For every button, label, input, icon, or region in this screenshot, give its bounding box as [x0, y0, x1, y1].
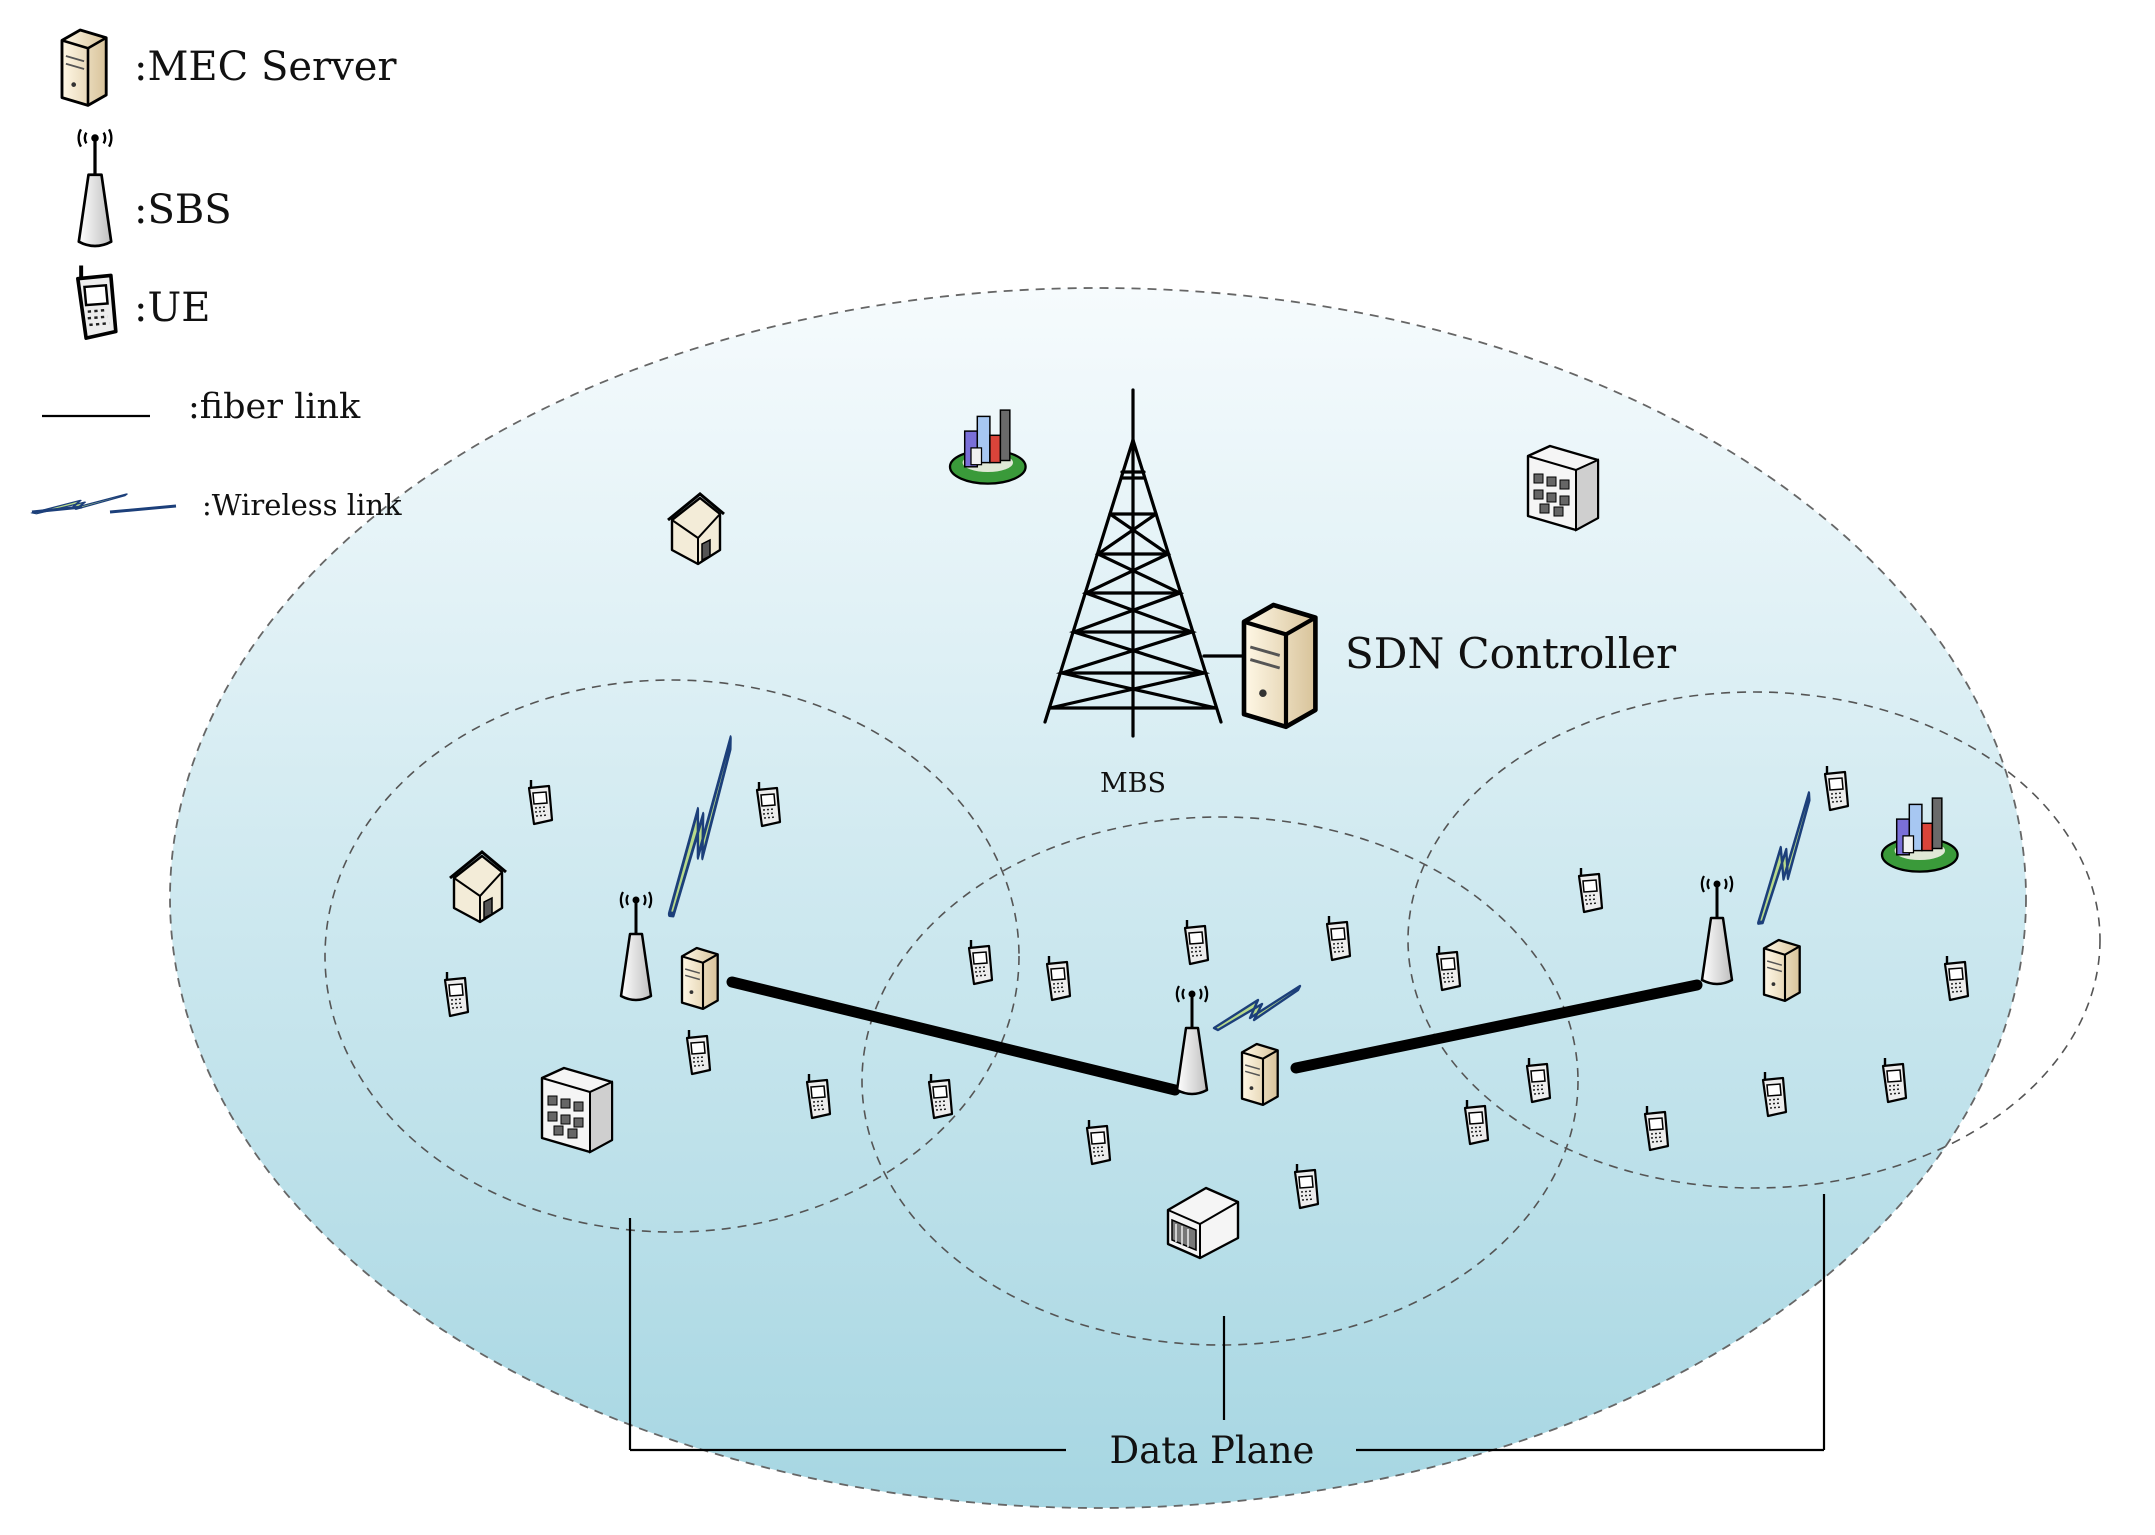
mec-server-middle-icon	[1240, 1042, 1279, 1107]
office-building-icon	[540, 1066, 614, 1154]
small-cell-right	[1407, 691, 2101, 1189]
mobile-phone-icon	[1325, 914, 1352, 962]
legend-ue-label: :UE	[134, 285, 210, 331]
legend-wireless-link-label: :Wireless link	[202, 488, 402, 522]
mobile-phone-icon	[1183, 918, 1210, 966]
mobile-phone-icon	[1761, 1070, 1788, 1118]
sdn-controller-label: SDN Controller	[1345, 629, 1677, 678]
mobile-phone-icon	[1643, 1104, 1670, 1152]
small-cell-middle	[861, 816, 1579, 1346]
mobile-phone-icon	[1823, 764, 1850, 812]
mobile-phone-icon	[1881, 1056, 1908, 1104]
mec-server-left-icon	[680, 946, 719, 1011]
server-icon	[60, 28, 108, 107]
mobile-phone-icon	[443, 970, 470, 1018]
mobile-phone-icon	[1085, 1118, 1112, 1166]
mobile-phone-icon	[1577, 866, 1604, 914]
mobile-phone-icon	[1525, 1056, 1552, 1104]
mobile-phone-icon	[755, 780, 782, 828]
legend-mec-server-label: :MEC Server	[134, 44, 397, 90]
mbs-tower-icon	[1043, 388, 1246, 738]
macro-cell-area	[169, 287, 2027, 1509]
fiber-links	[726, 976, 1703, 1096]
legend-sbs-label: :SBS	[134, 187, 232, 233]
mobile-phone-icon	[1435, 944, 1462, 992]
mobile-phone-icon	[1293, 1162, 1320, 1210]
legend: :MEC Server :SBS :UE :fiber link :Wirele…	[30, 28, 402, 522]
mobile-phone-icon	[1045, 954, 1072, 1002]
mobile-phone-icon	[967, 938, 994, 986]
mobile-phone-icon	[927, 1072, 954, 1120]
mobile-phone-icon	[685, 1028, 712, 1076]
mobile-phone-icon	[1463, 1098, 1490, 1146]
sdn-controller-server-icon	[1244, 605, 1315, 727]
mobile-phone-icon	[805, 1072, 832, 1120]
legend-fiber-link-label: :fiber link	[188, 387, 361, 427]
mec-server-right-icon	[1762, 938, 1801, 1003]
mbs-label: MBS	[1100, 768, 1166, 799]
data-plane-bracket	[628, 1194, 1826, 1452]
mobile-phone-icon	[527, 778, 554, 826]
mobile-phone-icon	[1943, 954, 1970, 1002]
office-building-icon	[1526, 444, 1600, 532]
data-plane-label: Data Plane	[1110, 1429, 1315, 1472]
small-cell-left	[324, 679, 1020, 1233]
mobile-phone-icon	[75, 263, 118, 341]
small-base-station-icon	[77, 127, 113, 248]
